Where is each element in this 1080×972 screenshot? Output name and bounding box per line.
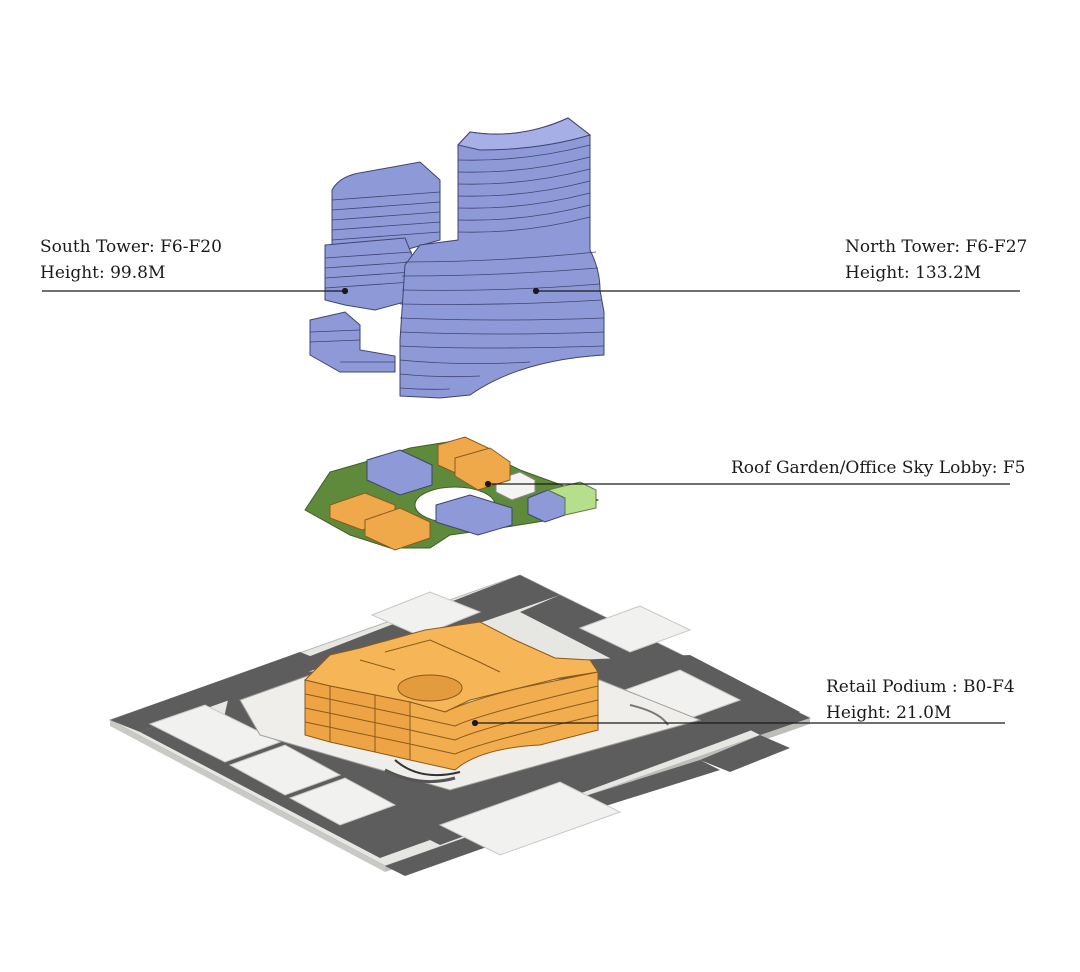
retail-podium-label: Retail Podium : B0-F4 Height: 21.0M [826,674,1015,726]
roof-garden-label: Roof Garden/Office Sky Lobby: F5 [731,455,1025,481]
roof-garden-level [304,436,600,551]
roof-garden-floors: Roof Garden/Office Sky Lobby: F5 [731,458,1026,478]
south-tower-label: South Tower: F6-F20 Height: 99.8M [40,234,222,286]
south-tower-massing [309,161,441,373]
retail-podium [304,621,599,777]
towers [309,117,605,399]
site-blocks [148,591,742,856]
retail-podium-height: Height: 21.0M [826,703,952,723]
south-tower-height: Height: 99.8M [40,263,166,283]
leader-lines [42,287,1020,727]
north-tower-massing [399,117,605,399]
north-tower-floors: North Tower: F6-F27 [845,237,1028,257]
north-tower-label: North Tower: F6-F27 Height: 133.2M [845,234,1027,286]
retail-podium-floors: Retail Podium : B0-F4 [826,677,1015,697]
north-tower-height: Height: 133.2M [845,263,982,283]
south-tower-floors: South Tower: F6-F20 [40,237,222,257]
